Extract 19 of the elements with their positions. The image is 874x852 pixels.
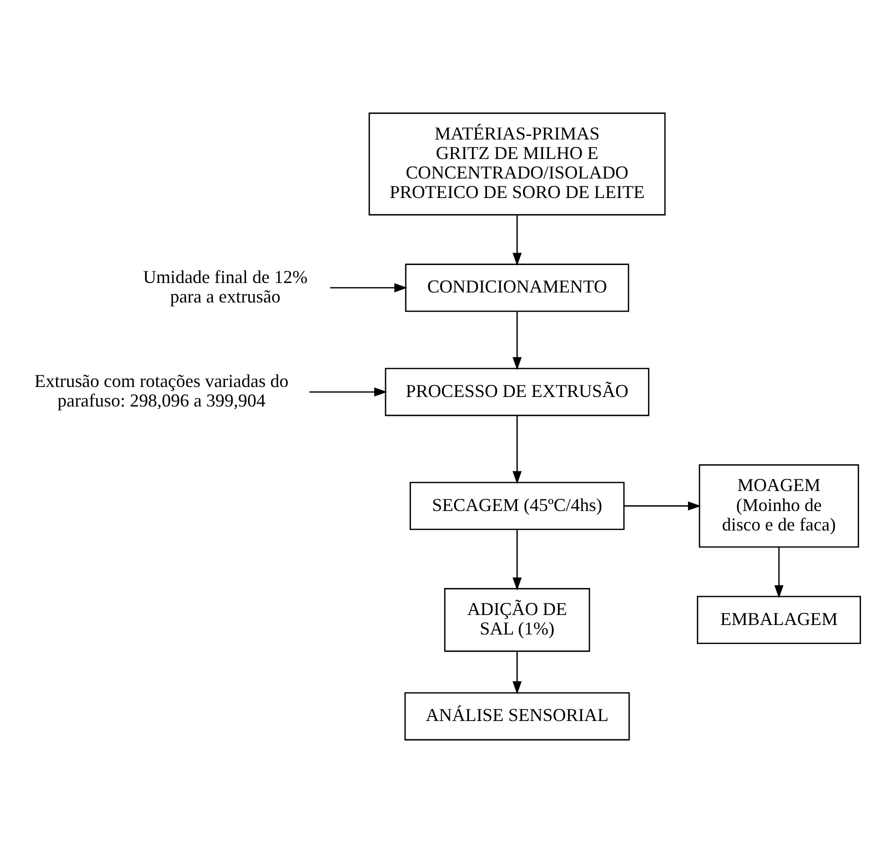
arrow [512, 311, 522, 370]
node-box: MATÉRIAS-PRIMAS GRITZ DE MILHO E CONCENTRADO/ISOLADO PROTEICO DE SORO DE LEITE [368, 112, 666, 215]
node-box: CONDICIONAMENTO [405, 263, 630, 312]
node-text: Extrusão com rotações variadas do parafuso: 298,096 a 399,904 [34, 370, 288, 410]
arrow [512, 214, 522, 266]
arrow [512, 650, 522, 694]
node-box: SECAGEM (45ºC/4hs) [410, 481, 625, 530]
node-text: Umidade final de 12% para a extrusão [143, 266, 308, 306]
arrow [309, 386, 388, 396]
arrow [512, 415, 522, 484]
node-box: ANÁLISE SENSORIAL [404, 692, 630, 740]
node-box: MOAGEM (Moinho de disco e de faca) [698, 464, 860, 548]
arrow [512, 529, 522, 590]
node-box: EMBALAGEM [696, 595, 862, 644]
node-box: ADIÇÃO DE SAL (1%) [444, 588, 590, 652]
node-box: PROCESSO DE EXTRUSÃO [384, 367, 650, 416]
arrow [774, 546, 784, 598]
arrow [330, 282, 408, 292]
arrow [624, 500, 702, 510]
